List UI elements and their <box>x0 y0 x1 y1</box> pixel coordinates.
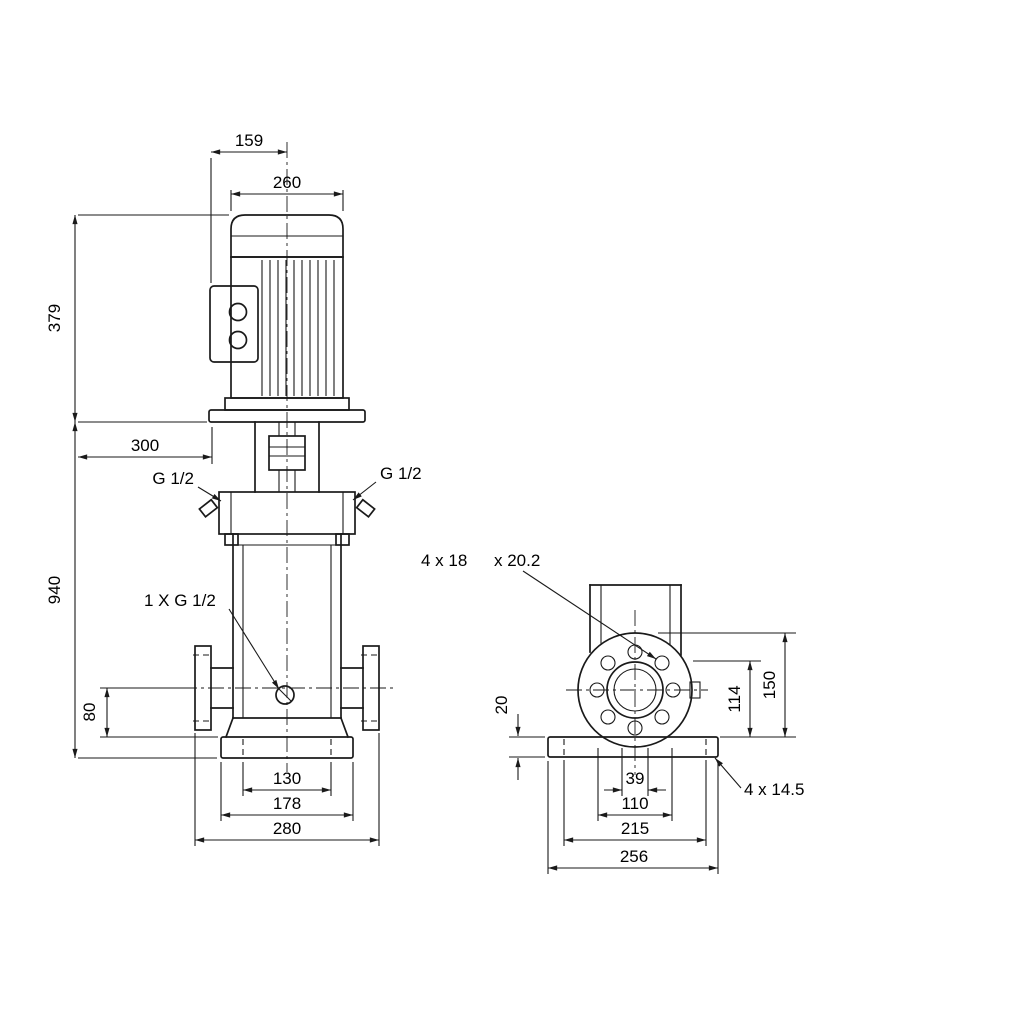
label-port-left: G 1/2 <box>152 469 194 488</box>
dim-label-280: 280 <box>273 819 301 838</box>
dim-label-159: 159 <box>235 131 263 150</box>
dim-label-379: 379 <box>45 304 64 332</box>
side-view-dimensions: 4 x 18 x 20.2 20 114 150 39 110 215 <box>421 551 805 874</box>
dim-label-39: 39 <box>626 769 645 788</box>
dim-label-215: 215 <box>621 819 649 838</box>
side-view <box>547 584 719 775</box>
dim-label-256: 256 <box>620 847 648 866</box>
dim-label-80: 80 <box>80 703 99 722</box>
label-flange-holes-count: 4 x 18 <box>421 551 467 570</box>
dim-label-178: 178 <box>273 794 301 813</box>
terminal-box <box>209 285 259 363</box>
dim-label-150: 150 <box>760 671 779 699</box>
dim-label-110: 110 <box>621 794 648 813</box>
label-drain-port: 1 X G 1/2 <box>144 591 216 610</box>
label-base-holes: 4 x 14.5 <box>744 780 805 799</box>
bolt-hole <box>600 709 616 725</box>
front-view-dimensions: 159 260 379 940 300 80 130 178 <box>45 131 422 846</box>
dim-label-114: 114 <box>725 685 744 712</box>
base-side <box>547 736 719 758</box>
bolt-hole <box>600 655 616 671</box>
staybolt-nut-right <box>335 533 350 546</box>
drain-plug <box>275 685 295 705</box>
bolt-hole <box>654 655 670 671</box>
cable-entry-bottom <box>228 330 248 350</box>
bolt-hole <box>654 709 670 725</box>
dim-label-260: 260 <box>273 173 301 192</box>
dim-label-300: 300 <box>131 436 159 455</box>
front-view <box>181 142 393 772</box>
pump-column-side <box>589 584 682 656</box>
motor-fins <box>261 260 335 396</box>
staybolt-nut-left <box>224 533 239 546</box>
label-port-right: G 1/2 <box>380 464 422 483</box>
port-plug-left <box>198 498 219 519</box>
dim-label-20: 20 <box>492 696 511 715</box>
port-plug-right <box>355 498 376 519</box>
dim-label-940: 940 <box>45 576 64 604</box>
cable-entry-top <box>228 302 248 322</box>
label-flange-holes-cbore: x 20.2 <box>494 551 540 570</box>
dim-label-130: 130 <box>273 769 301 788</box>
